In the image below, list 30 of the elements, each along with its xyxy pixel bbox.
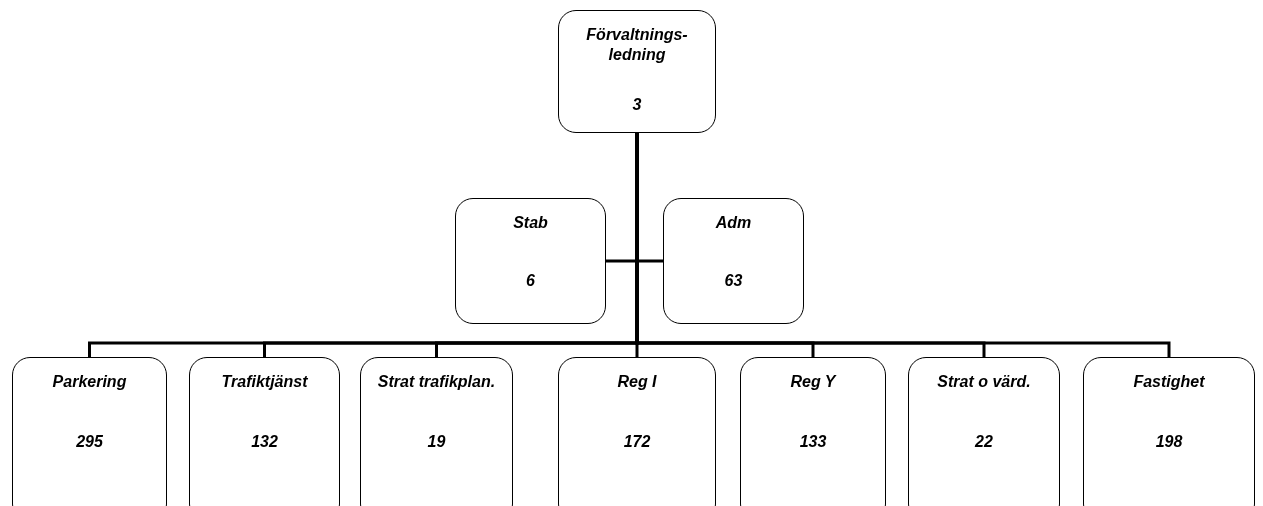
org-box <box>360 357 513 506</box>
org-box <box>663 198 804 324</box>
staff-count: 6 <box>526 271 535 291</box>
org-box <box>558 10 716 133</box>
org-box <box>740 357 886 506</box>
unit-name: Fastighet <box>1133 372 1205 392</box>
org-box <box>1083 357 1255 506</box>
staff-count: 3 <box>632 95 642 115</box>
org-box <box>455 198 606 324</box>
unit-name: Reg Y <box>790 372 836 392</box>
staff-count: 19 <box>427 432 446 452</box>
unit-name: Reg I <box>617 372 657 392</box>
unit-name: Stab <box>513 213 548 233</box>
unit-name: Strat trafikplan. <box>377 372 496 392</box>
org-box <box>12 357 167 506</box>
unit-name: Strat o värd. <box>937 372 1031 392</box>
unit-name: Trafiktjänst <box>221 372 308 392</box>
unit-name: Adm <box>715 213 752 233</box>
staff-count: 22 <box>975 432 993 452</box>
staff-count: 132 <box>251 432 278 452</box>
unit-name: Förvaltnings- ledning <box>585 25 689 65</box>
staff-count: 295 <box>76 432 103 452</box>
org-box <box>908 357 1060 506</box>
staff-count: 133 <box>799 432 827 452</box>
unit-name: Parkering <box>52 372 127 392</box>
org-box <box>189 357 340 506</box>
staff-count: 172 <box>623 432 651 452</box>
org-box <box>558 357 716 506</box>
staff-count: 63 <box>724 271 743 291</box>
staff-count: 198 <box>1155 432 1183 452</box>
